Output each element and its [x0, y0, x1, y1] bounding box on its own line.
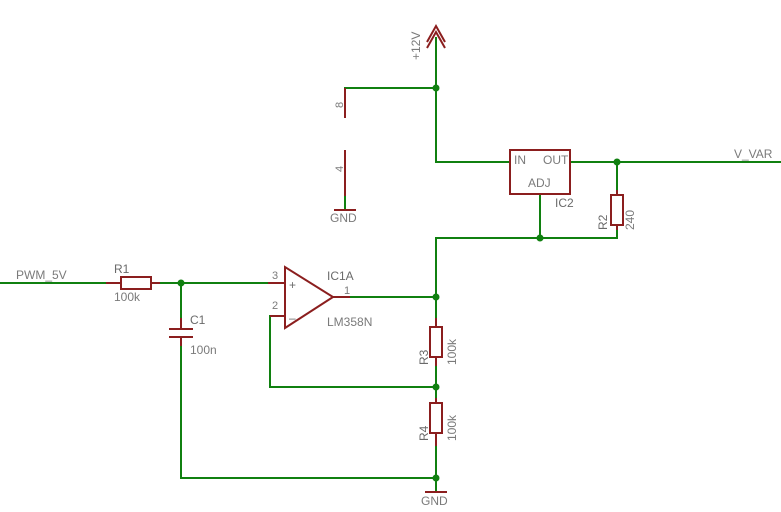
junction-dot: [613, 158, 621, 166]
regulator-body: [509, 149, 571, 195]
r4-body: [429, 402, 443, 434]
opamp-pin1-label: 1: [344, 285, 350, 297]
r1-value: 100k: [114, 290, 141, 304]
r2-body: [610, 194, 624, 226]
resistor-r3: R3 100k: [417, 318, 459, 366]
pwm-net-label: PWM_5V: [16, 268, 67, 282]
gnd-bottom-label: GND: [421, 494, 448, 508]
r3-ref: R3: [417, 349, 431, 365]
r3-body: [429, 326, 443, 358]
supply-label: +12V: [409, 32, 423, 60]
regulator-in-label: IN: [514, 153, 526, 167]
resistor-r2: R2 240: [596, 190, 637, 230]
r2-value: 240: [623, 210, 637, 230]
r2-ref: R2: [596, 214, 610, 230]
opamp-plus-sign: +: [289, 278, 296, 292]
junction-dot: [432, 474, 440, 482]
supply-12v-symbol: +12V: [409, 23, 446, 60]
gnd-top-label: GND: [330, 211, 357, 225]
junction-dot: [432, 84, 440, 92]
r1-ref: R1: [114, 262, 130, 276]
opamp-part: LM358N: [327, 315, 372, 329]
opamp-power-pins: 8 4 GND: [330, 88, 357, 225]
r4-value: 100k: [445, 414, 459, 441]
resistor-r1: R1 100k: [106, 262, 160, 304]
r4-ref: R4: [417, 425, 431, 441]
pin4-label: 4: [334, 166, 346, 172]
regulator-adj-label: ADJ: [528, 176, 551, 190]
regulator-ref: IC2: [555, 196, 574, 210]
c1-ref: C1: [190, 313, 206, 327]
supply-arrow-icon: [426, 23, 446, 43]
regulator-ic2: IN OUT ADJ IC2: [509, 149, 574, 210]
opamp-triangle: [284, 265, 335, 330]
junctions: [177, 84, 621, 482]
opamp-ref: IC1A: [327, 269, 354, 283]
vvar-net-label: V_VAR: [734, 147, 773, 161]
capacitor-c1: C1 100n: [169, 313, 217, 357]
pin8-label: 8: [334, 102, 346, 108]
c1-value: 100n: [190, 343, 217, 357]
junction-dot: [432, 383, 440, 391]
r3-value: 100k: [445, 338, 459, 365]
junction-dot: [177, 279, 185, 287]
opamp-ic1a: + – 3 2 1 IC1A LM358N: [268, 265, 372, 330]
resistor-r4: R4 100k: [417, 398, 459, 446]
regulator-out-label: OUT: [543, 153, 569, 167]
supply-arrow-icon-inner: [426, 29, 446, 49]
opamp-pin3-label: 3: [272, 270, 278, 282]
gnd-bottom: GND: [421, 491, 448, 508]
junction-dot: [536, 234, 544, 242]
wires: [0, 37, 781, 493]
opamp-pin2-label: 2: [272, 300, 278, 312]
junction-dot: [432, 293, 440, 301]
opamp-minus-sign: –: [289, 311, 296, 325]
r1-body: [120, 276, 152, 290]
